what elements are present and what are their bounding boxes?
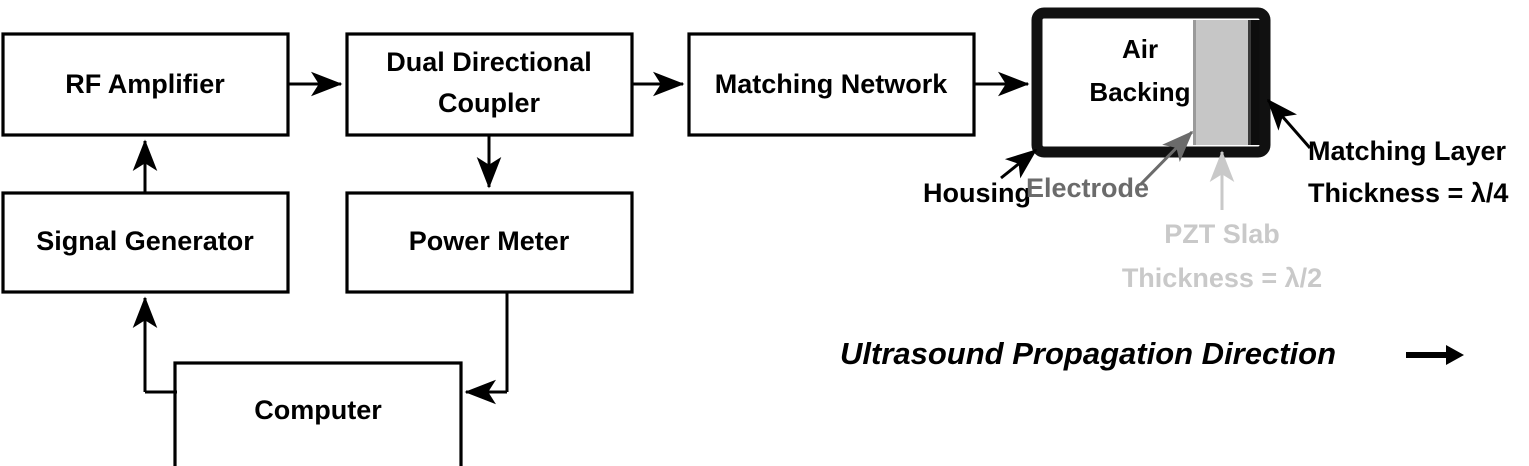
computer-label: Computer [254, 395, 382, 425]
rf-amplifier-box[interactable] [1, 32, 290, 137]
pzt-slab[interactable] [1196, 20, 1248, 145]
matching-network-box[interactable] [687, 32, 976, 137]
matching-layer-label-line2: Thickness = λ/4 [1308, 178, 1508, 208]
callout-housing: Housing [923, 148, 1038, 208]
housing-leader-line [1000, 148, 1038, 180]
dual-directional-coupler-label-line1: Dual Directional [386, 47, 592, 77]
signal-generator-label: Signal Generator [36, 226, 254, 256]
block-power-meter[interactable]: Power Meter [345, 191, 634, 294]
callout-electrode: Electrode [1026, 130, 1194, 203]
electrode-leader-line [1138, 130, 1194, 187]
right-arrow-icon [1406, 345, 1464, 365]
housing-label: Housing [923, 178, 1031, 208]
block-signal-generator[interactable]: Signal Generator [1, 191, 290, 294]
air-backing-label-line1: Air [1122, 34, 1158, 64]
block-rf-amplifier[interactable]: RF Amplifier [1, 32, 290, 137]
pzt-label-line1: PZT Slab [1164, 219, 1280, 249]
dual-directional-coupler-box[interactable] [345, 32, 634, 137]
matching-layer-leader-line [1266, 98, 1312, 149]
power-meter-label: Power Meter [409, 226, 570, 256]
electrode-label: Electrode [1026, 173, 1149, 203]
callout-matching-layer: Matching Layer Thickness = λ/4 [1266, 98, 1508, 208]
block-computer[interactable]: Computer [173, 361, 463, 466]
power-meter-box[interactable] [345, 191, 634, 294]
propagation-direction-label: Ultrasound Propagation Direction [840, 336, 1336, 371]
dual-directional-coupler-label-line2: Coupler [438, 88, 540, 118]
callout-pzt-slab: PZT Slab Thickness = λ/2 [1122, 150, 1322, 293]
transducer-assembly[interactable]: Air Backing [1031, 7, 1271, 158]
block-matching-network[interactable]: Matching Network [687, 32, 976, 137]
matching-network-label: Matching Network [715, 69, 949, 99]
signal-generator-box[interactable] [1, 191, 290, 294]
ultrasound-propagation-direction: Ultrasound Propagation Direction [840, 336, 1464, 371]
rf-amplifier-label: RF Amplifier [65, 69, 225, 99]
matching-layer[interactable] [1251, 20, 1262, 145]
pzt-label-line2: Thickness = λ/2 [1122, 263, 1322, 293]
computer-box[interactable] [173, 361, 463, 466]
air-backing-label-line2: Backing [1089, 77, 1190, 107]
housing-outline[interactable] [1031, 7, 1271, 158]
block-dual-directional-coupler[interactable]: Dual Directional Coupler [345, 32, 634, 137]
matching-layer-label-line1: Matching Layer [1308, 136, 1507, 166]
